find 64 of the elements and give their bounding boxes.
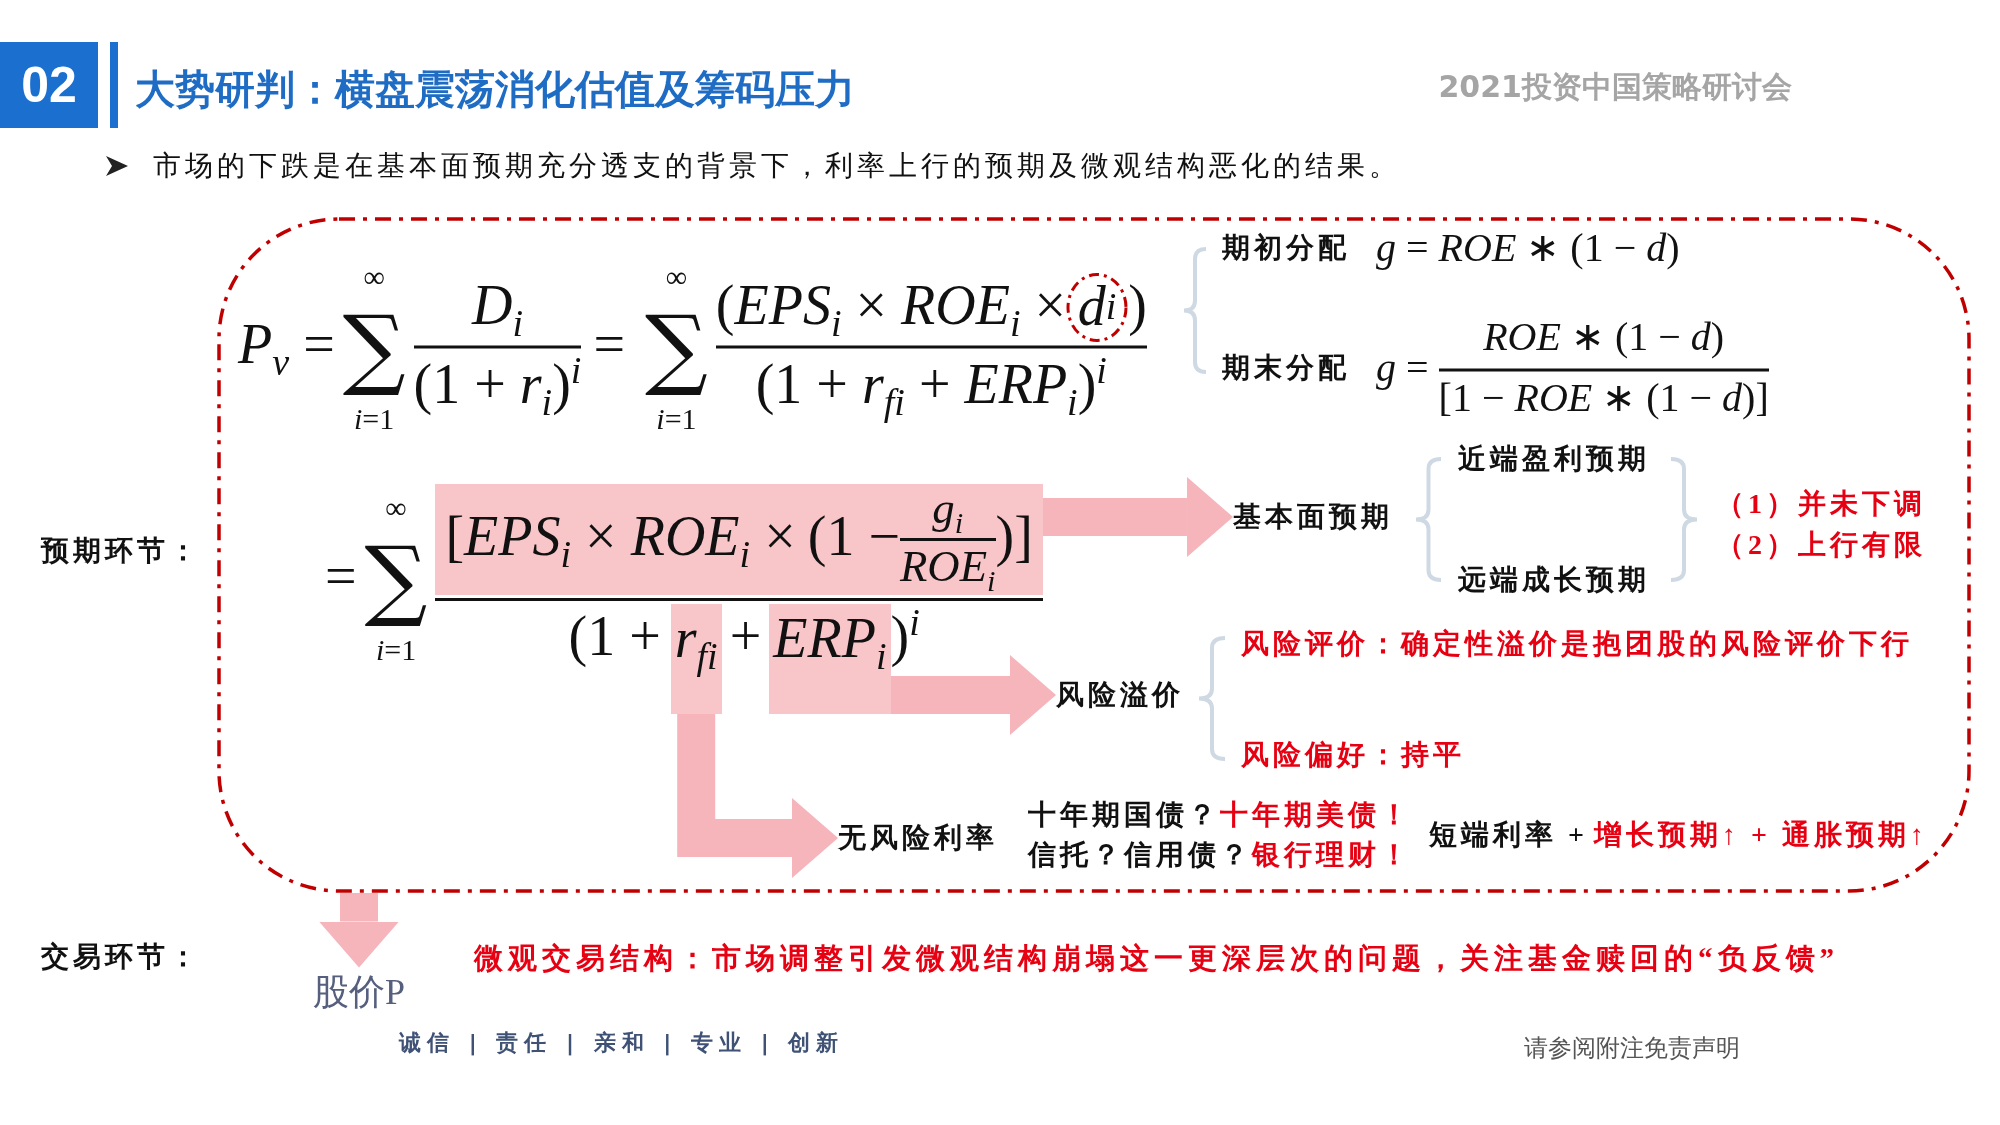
formula-text: g = <box>1376 344 1429 392</box>
dash-dot-frame <box>217 217 1971 893</box>
sum-limit: i=1 <box>656 402 697 434</box>
header-text: 2021投资中国策略研讨会 <box>1438 67 1792 106</box>
sum-limit: ∞ <box>385 492 407 524</box>
formula-text: (1 + r$_{i}$)$^{i}$ <box>413 351 582 422</box>
bullet-text: 市场的下跌是在基本面预期充分透支的背景下，利率上行的预期及微观结构恶化的结果。 <box>153 149 1401 183</box>
formula-text: )$^{i}$ <box>890 603 920 669</box>
disclaimer-text: 请参阅附注免责声明 <box>1524 1033 1740 1064</box>
formula-text: g$_{i}$ <box>932 486 964 535</box>
note-text: 十年期美债！ <box>1220 798 1412 832</box>
concept-label: 风险溢价 <box>1056 676 1184 714</box>
concept-label: 基本面预期 <box>1233 498 1393 536</box>
sum-limit: ∞ <box>363 260 385 292</box>
note-text: 微观交易结构：市场调整引发微观结构崩塌这一更深层次的问题，关注基金赎回的“负反馈” <box>474 941 1839 976</box>
row-label: 期初分配 <box>1222 231 1350 265</box>
note-text: 增长预期↑ + 通胀预期↑ <box>1593 818 1928 852</box>
note-text: 银行理财！ <box>1252 838 1412 872</box>
formula-text: [1 − ROE ∗ (1 − d)] <box>1438 374 1769 422</box>
note-text: 十年期国债？ <box>1028 798 1220 832</box>
concept-label: 无风险利率 <box>838 819 998 857</box>
formula-text: ) <box>1128 272 1147 338</box>
note-text: 短端利率 + <box>1429 818 1588 852</box>
concept-label: 股价P <box>313 967 406 1017</box>
row-label: 期末分配 <box>1222 350 1350 384</box>
stage-label: 交易环节： <box>41 940 201 974</box>
slide-title: 大势研判：横盘震荡消化估值及筹码压力 <box>135 64 855 114</box>
formula-text: D$_{i}$ <box>471 272 523 343</box>
note-text: 风险偏好：持平 <box>1241 738 1465 772</box>
formula-text: + <box>729 603 762 669</box>
highlight-column: r$_{fi}$ <box>670 603 722 714</box>
stage-label: 预期环节： <box>41 534 201 568</box>
formula-text: (1 − <box>807 504 900 570</box>
sum-symbol: ∑ <box>342 294 406 400</box>
formula-text: = <box>592 311 626 377</box>
slogan-text: 诚信 | 责任 | 亲和 | 专业 | 创新 <box>399 1029 845 1058</box>
formula-text: = <box>325 543 357 609</box>
note-text: （1）并未下调 <box>1716 487 1926 521</box>
sum-limit: ∞ <box>665 260 688 292</box>
sum-limit: i=1 <box>375 634 417 666</box>
formula-text: [EPS$_{i}$ × ROE$_{i}$ × <box>445 504 796 575</box>
block-arrow <box>677 713 838 878</box>
sub-item-text: 近端盈利预期 <box>1458 442 1650 476</box>
highlight-band <box>435 484 1043 595</box>
formula-text: ROE$_{i}$ <box>899 543 996 593</box>
highlight-column: ERP$_{i}$ <box>769 603 891 714</box>
formula-text: (EPS$_{i}$ × ROE$_{i}$ × <box>715 272 1067 343</box>
note-text: 风险评价：确定性溢价是抱团股的风险评价下行 <box>1241 627 1913 661</box>
block-arrow <box>1042 477 1233 557</box>
formula-text: ROE ∗ (1 − d) <box>1483 313 1725 361</box>
sub-item-text: 远端成长预期 <box>1458 563 1650 597</box>
note-text: 信托？信用债？ <box>1028 838 1252 872</box>
formula-text: (1 + r$_{fi}$ + ERP$_{i}$)$^{i}$ <box>755 351 1107 422</box>
sum-symbol: ∑ <box>645 294 708 400</box>
section-number: 02 <box>0 42 98 128</box>
formula-text: )] <box>995 504 1033 570</box>
sum-symbol: ∑ <box>364 526 428 632</box>
formula-text: g = ROE ∗ (1 − d) <box>1376 225 1680 272</box>
formula-text: (1 + <box>568 603 661 669</box>
block-arrow <box>319 893 399 968</box>
block-arrow <box>890 655 1056 735</box>
formula-text: P$_{v}$ = <box>238 311 335 383</box>
note-text: （2）上行有限 <box>1716 528 1926 562</box>
sum-limit: i=1 <box>354 402 395 434</box>
